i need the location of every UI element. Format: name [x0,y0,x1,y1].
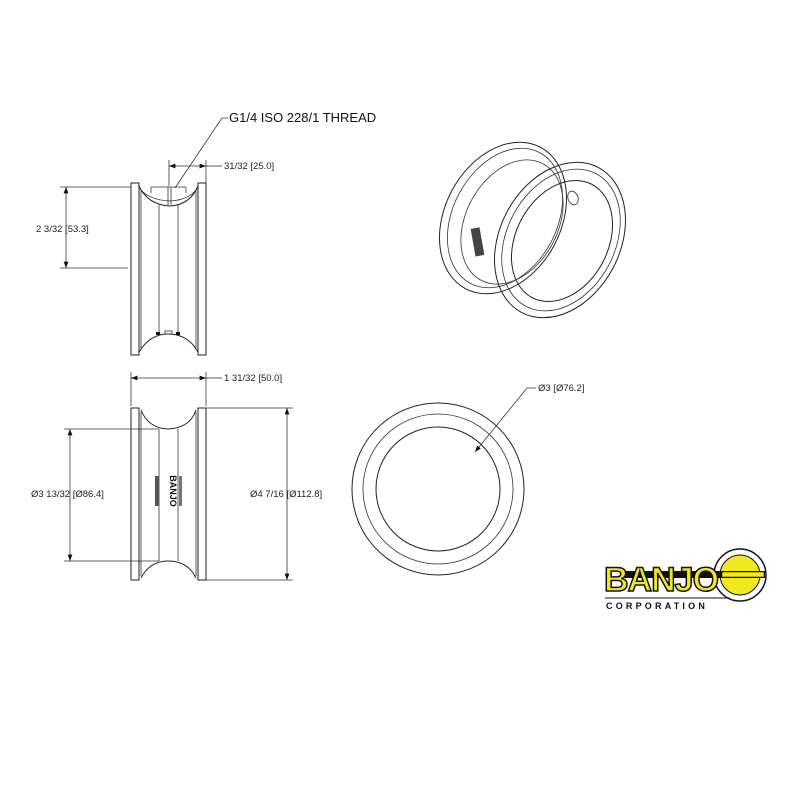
side-view-bottom: BANJO [130,407,207,581]
overall-width-dimension: 1 31/32 [50.0] [130,372,282,406]
isometric-view [438,141,626,319]
logo-subtitle: CORPORATION [606,601,708,611]
side-view-top [130,182,207,356]
banjo-logo: BANJO CORPORATION [603,548,767,611]
port-height-label: 2 3/32 [53.3] [36,224,89,235]
outer-diameter-label: Ø4 7/16 [Ø112.8] [250,489,322,500]
overall-width-label: 1 31/32 [50.0] [224,373,282,384]
part-marking: BANJO [168,475,178,507]
thread-callout: G1/4 ISO 228/1 THREAD [174,110,376,189]
logo-wordmark: BANJO [604,561,719,599]
port-width-dimension: 31/32 [25.0] [168,160,274,186]
front-view: Ø3 [Ø76.2] [351,383,584,576]
groove-diameter-label: Ø3 13/32 [Ø86.4] [31,489,104,500]
port-height-dimension: 2 3/32 [53.3] [36,186,131,269]
thread-note-label: G1/4 ISO 228/1 THREAD [229,110,376,125]
bore-diameter-label: Ø3 [Ø76.2] [538,383,584,394]
port-width-label: 31/32 [25.0] [224,161,274,172]
groove-diameter-dimension: Ø3 13/32 [Ø86.4] [31,428,159,562]
outer-diameter-dimension: Ø4 7/16 [Ø112.8] [206,407,322,581]
